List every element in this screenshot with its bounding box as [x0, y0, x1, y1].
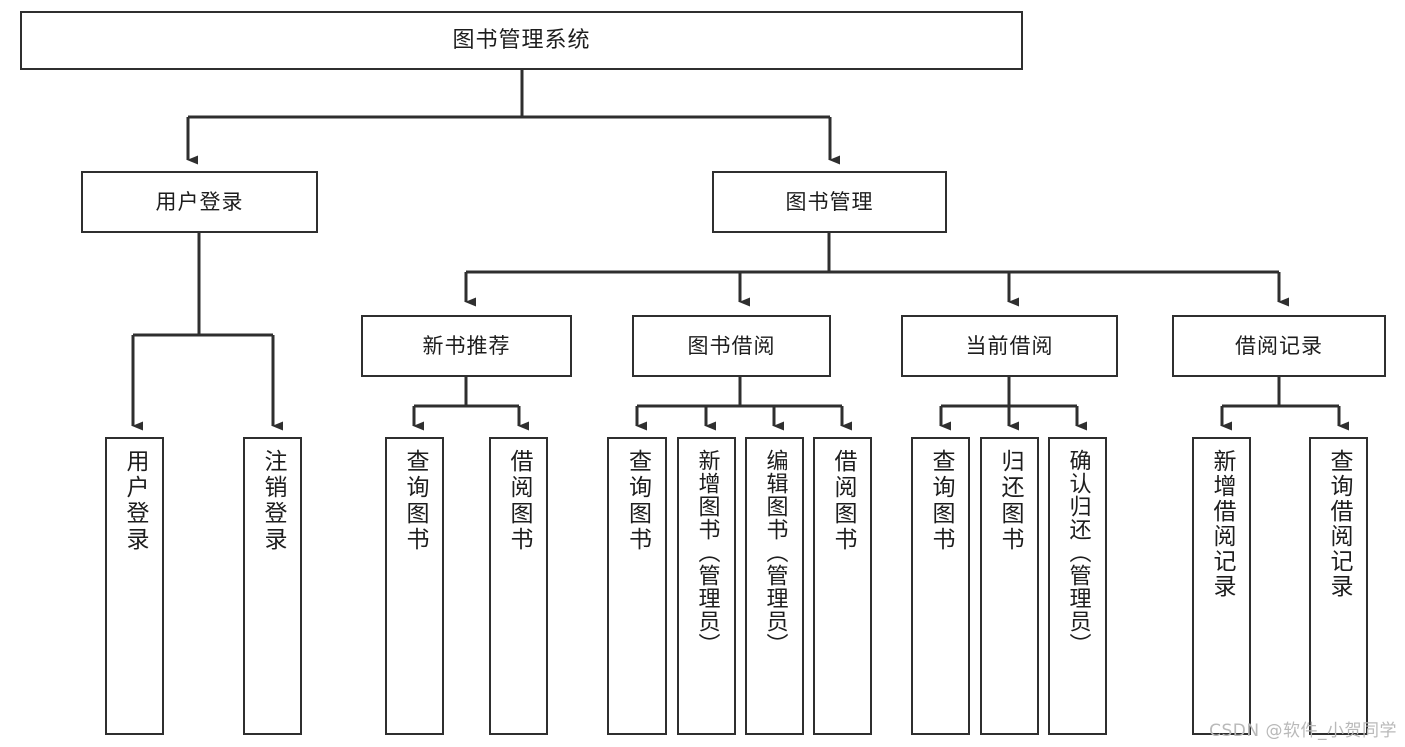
node-borrow-record[interactable]: 借阅记录 — [1172, 315, 1386, 377]
node-root-book-management-system[interactable]: 图书管理系统 — [20, 11, 1023, 70]
leaf-confirm-return-admin[interactable]: 确认归还（管理员） — [1048, 437, 1107, 735]
leaf-borrow-book-recommend[interactable]: 借阅图书 — [489, 437, 548, 735]
node-label: 图书管理 — [785, 189, 874, 214]
node-label: 查询图书 — [928, 449, 954, 553]
node-label: 图书管理系统 — [452, 27, 591, 53]
node-label: 图书借阅 — [687, 333, 776, 358]
node-label: 新增图书（管理员） — [694, 449, 720, 656]
leaf-query-book-current[interactable]: 查询图书 — [911, 437, 970, 735]
leaf-borrow-book[interactable]: 借阅图书 — [813, 437, 872, 735]
leaf-add-book-admin[interactable]: 新增图书（管理员） — [677, 437, 736, 735]
leaf-user-logout[interactable]: 注销登录 — [243, 437, 302, 735]
node-current-borrow[interactable]: 当前借阅 — [901, 315, 1118, 377]
node-label: 借阅图书 — [506, 449, 532, 553]
node-label: 查询图书 — [402, 449, 428, 553]
node-label: 新增借阅记录 — [1209, 449, 1235, 599]
node-label: 借阅记录 — [1235, 333, 1323, 358]
leaf-edit-book-admin[interactable]: 编辑图书（管理员） — [745, 437, 804, 735]
node-user-login[interactable]: 用户登录 — [81, 171, 318, 233]
leaf-query-book-borrow[interactable]: 查询图书 — [607, 437, 667, 735]
node-label: 用户登录 — [155, 189, 244, 214]
node-new-book-recommend[interactable]: 新书推荐 — [361, 315, 572, 377]
node-label: 当前借阅 — [965, 333, 1054, 358]
node-label: 用户登录 — [122, 449, 148, 553]
node-book-borrow[interactable]: 图书借阅 — [632, 315, 831, 377]
node-label: 新书推荐 — [422, 333, 511, 358]
node-label: 确认归还（管理员） — [1065, 449, 1091, 656]
node-label: 查询借阅记录 — [1326, 449, 1352, 599]
leaf-user-login[interactable]: 用户登录 — [105, 437, 164, 735]
node-label: 归还图书 — [997, 449, 1023, 553]
node-label: 注销登录 — [260, 449, 286, 553]
leaf-add-borrow-record[interactable]: 新增借阅记录 — [1192, 437, 1251, 735]
node-label: 查询图书 — [624, 449, 651, 553]
leaf-query-borrow-record[interactable]: 查询借阅记录 — [1309, 437, 1368, 735]
node-book-management[interactable]: 图书管理 — [712, 171, 947, 233]
leaf-return-book[interactable]: 归还图书 — [980, 437, 1039, 735]
node-label: 借阅图书 — [830, 449, 856, 553]
leaf-query-book-recommend[interactable]: 查询图书 — [385, 437, 444, 735]
node-label: 编辑图书（管理员） — [762, 449, 788, 656]
